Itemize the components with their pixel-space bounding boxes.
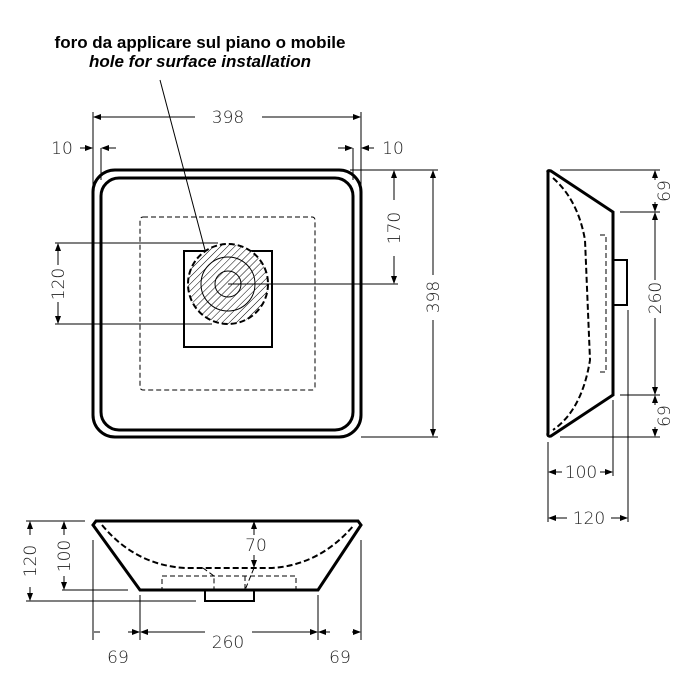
dim-rim-left: 10 [51, 139, 73, 159]
side-drain-outlet [612, 259, 628, 306]
dim-base-width: 260 [212, 633, 244, 653]
dim-hole-offset: 170 [385, 212, 405, 244]
top-view: 398 10 10 170 398 120 [49, 108, 444, 439]
title-italian: foro da applicare sul piano o mobile [55, 33, 346, 52]
dim-bowl-height: 100 [55, 540, 75, 572]
side-view: 69 260 69 100 120 [546, 169, 675, 529]
drain-outlet [204, 589, 255, 602]
dim-side-top: 69 [655, 180, 675, 202]
dim-depth: 70 [245, 536, 267, 556]
side-profile [546, 169, 615, 438]
side-inner-profile [552, 177, 592, 431]
dim-height: 398 [424, 281, 444, 313]
basin-bottom-outline [139, 216, 316, 391]
dim-width: 398 [212, 108, 244, 128]
dim-side-bottom: 69 [655, 405, 675, 427]
dim-side-base: 260 [646, 282, 666, 314]
bowl-profile [91, 519, 363, 592]
dim-side-total-height: 120 [573, 509, 605, 529]
dim-side-bowl-height: 100 [565, 463, 597, 483]
leader-line [159, 79, 206, 251]
title-english: hole for surface installation [89, 52, 311, 71]
inner-rim [99, 176, 355, 432]
dim-right-overhang: 69 [329, 648, 351, 668]
dim-rim-right: 10 [382, 139, 404, 159]
outer-rim [91, 168, 363, 439]
bowl-inner-profile [101, 524, 355, 569]
plate-outline [161, 575, 297, 591]
dim-total-height: 120 [21, 545, 41, 577]
dim-left-overhang: 69 [107, 648, 129, 668]
front-view: 120 100 70 260 69 69 [21, 519, 363, 668]
dim-hole-diameter: 120 [49, 268, 69, 300]
